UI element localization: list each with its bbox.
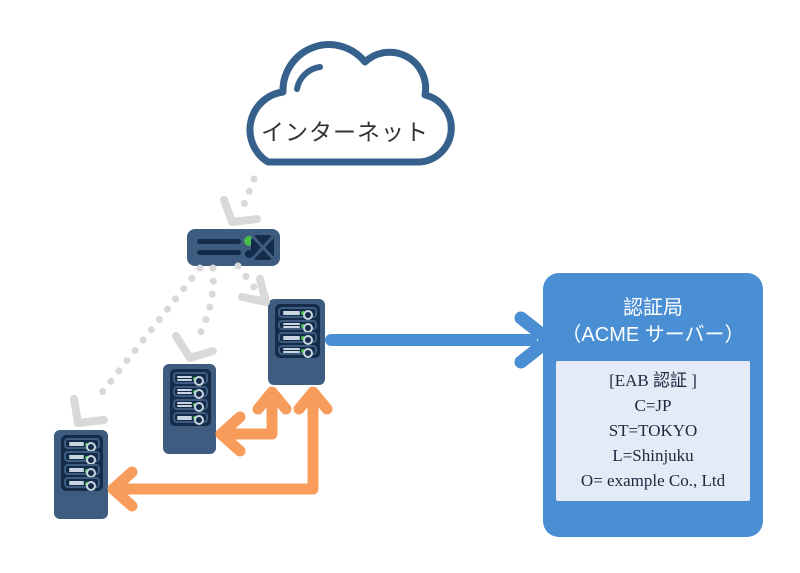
dotted-arrow-router-to-middle-server: [172, 264, 217, 362]
orange-arrow-right-to-left-server: [107, 386, 333, 512]
ca-title-line2: （ACME サーバー）: [561, 324, 745, 346]
router-slot-bar: [197, 239, 241, 244]
router-port-dot: [245, 250, 253, 258]
ca-box: 認証局 （ACME サーバー） [EAB 認証 ] C=JP ST=TOKYO …: [543, 273, 763, 537]
eab-line: [EAB 認証 ]: [609, 371, 697, 390]
blue-arrow-server-to-ca: [325, 311, 556, 369]
orange-arrow-right-to-middle-server: [215, 386, 292, 457]
router-fan-icon: [251, 235, 274, 260]
server-bay: [278, 344, 317, 358]
status-led-icon: [244, 236, 254, 246]
server-bay: [64, 451, 101, 465]
ca-title: 認証局 （ACME サーバー）: [543, 295, 763, 349]
eab-line: L=Shinjuku: [612, 446, 694, 465]
server-bay: [278, 319, 317, 333]
server-bay: [172, 385, 209, 399]
server-bay: [64, 438, 101, 452]
server-bay: [278, 332, 317, 346]
server-panel: [61, 435, 104, 492]
server-rack-icon-left: [54, 430, 108, 519]
server-rack-icon-right: [268, 299, 325, 385]
server-panel: [275, 304, 320, 359]
router-icon: [187, 229, 280, 266]
router-slot-bar: [197, 250, 241, 255]
server-panel: [169, 369, 212, 427]
server-rack-icon-middle: [163, 364, 216, 454]
eab-info-box: [EAB 認証 ] C=JP ST=TOKYO L=Shinjuku O= ex…: [556, 361, 750, 501]
server-bay: [64, 464, 101, 478]
server-bay: [278, 307, 317, 321]
server-bay: [172, 372, 209, 386]
dotted-arrow-internet-to-router: [220, 175, 261, 226]
ca-title-line1: 認証局: [623, 297, 683, 319]
dotted-arrow-router-to-right-server: [234, 262, 270, 306]
eab-line: O= example Co., Ltd: [580, 471, 726, 490]
eab-line: C=JP: [634, 396, 672, 415]
internet-label: インターネット: [261, 119, 429, 145]
server-bay: [172, 411, 209, 426]
server-bay: [64, 477, 101, 491]
eab-line: ST=TOKYO: [608, 421, 698, 440]
server-bay: [172, 398, 209, 413]
